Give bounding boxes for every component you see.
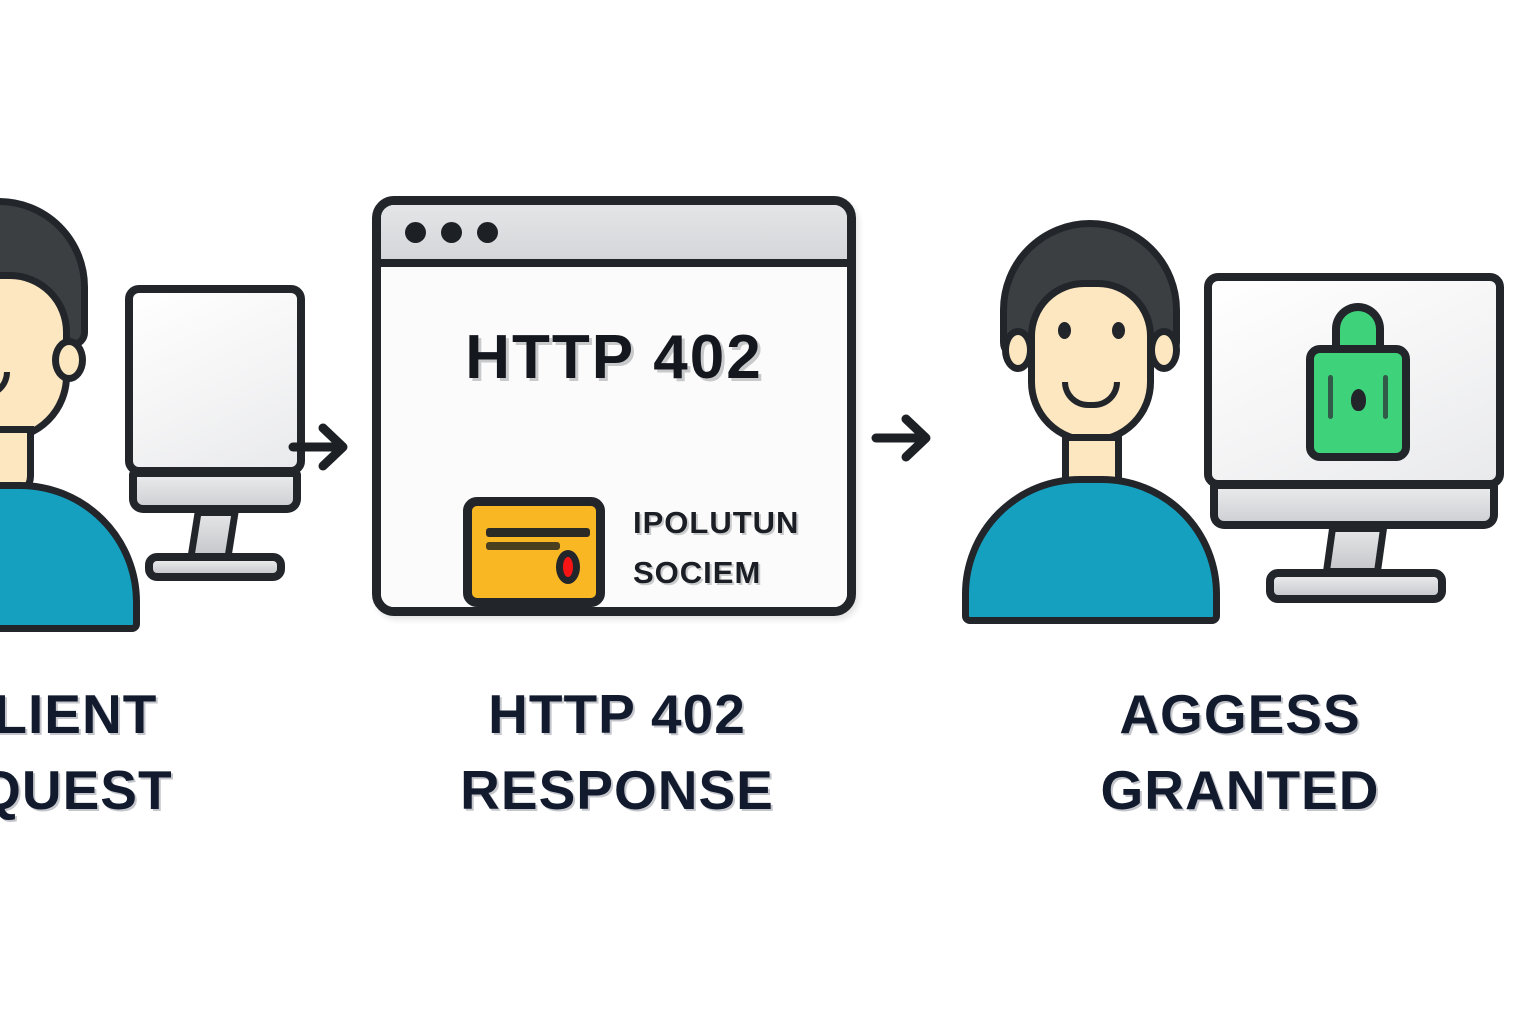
padlock-tick-left: [1328, 375, 1333, 419]
window-dot-2-icon[interactable]: [441, 221, 462, 243]
ear-left: [1002, 328, 1034, 372]
label-client-request: CLIENT CQUEST: [0, 683, 173, 821]
monitor-chin: [129, 469, 301, 513]
monitor-base: [145, 553, 285, 581]
padlock-body: [1306, 345, 1410, 461]
shirt-torso: [962, 476, 1220, 624]
card-stripe-bottom: [486, 542, 560, 550]
label-http-402-response: HTTP 402 RESPONSE: [460, 683, 774, 821]
monitor-screen: [125, 285, 305, 475]
card-stripe-top: [486, 528, 590, 537]
arrow-response-to-granted-icon: [868, 400, 938, 470]
padlock-keyhole: [1351, 389, 1366, 411]
padlock-tick-right: [1383, 375, 1388, 419]
face: [1028, 280, 1154, 444]
eye-right: [1112, 322, 1125, 339]
ear-right: [1148, 328, 1180, 372]
browser-titlebar: [381, 205, 847, 267]
credit-card-icon: [463, 497, 605, 607]
eye-left: [1058, 322, 1071, 339]
window-dot-1-icon[interactable]: [405, 221, 426, 243]
card-chip: [556, 550, 580, 584]
avatar: [962, 218, 1220, 624]
avatar: [0, 190, 140, 632]
monitor-base: [1266, 569, 1446, 603]
scene-http-402-response: HTTP 402 IPOLUTUN SOCIEM: [372, 196, 856, 616]
browser-window: HTTP 402 IPOLUTUN SOCIEM: [372, 196, 856, 616]
scene-access-granted: [952, 218, 1512, 624]
browser-body-line-2: SOCIEM: [633, 555, 762, 590]
desktop-monitor: [125, 285, 305, 605]
ear: [52, 338, 86, 382]
http-status-heading: HTTP 402: [465, 323, 763, 392]
monitor-screen: [1204, 273, 1504, 488]
label-access-granted: AGGESS GRANTED: [1100, 683, 1380, 821]
shirt-torso: [0, 482, 140, 632]
browser-content: HTTP 402 IPOLUTUN SOCIEM: [381, 267, 847, 607]
desktop-monitor: [1204, 273, 1504, 618]
window-dot-3-icon[interactable]: [477, 221, 498, 243]
monitor-chin: [1210, 481, 1498, 529]
padlock-icon: [1306, 303, 1410, 465]
monitor-stand-neck: [1322, 525, 1388, 575]
arrow-client-to-response-icon: [285, 412, 355, 482]
browser-body-line-1: IPOLUTUN: [633, 505, 800, 540]
scene-client-request: [0, 190, 305, 632]
